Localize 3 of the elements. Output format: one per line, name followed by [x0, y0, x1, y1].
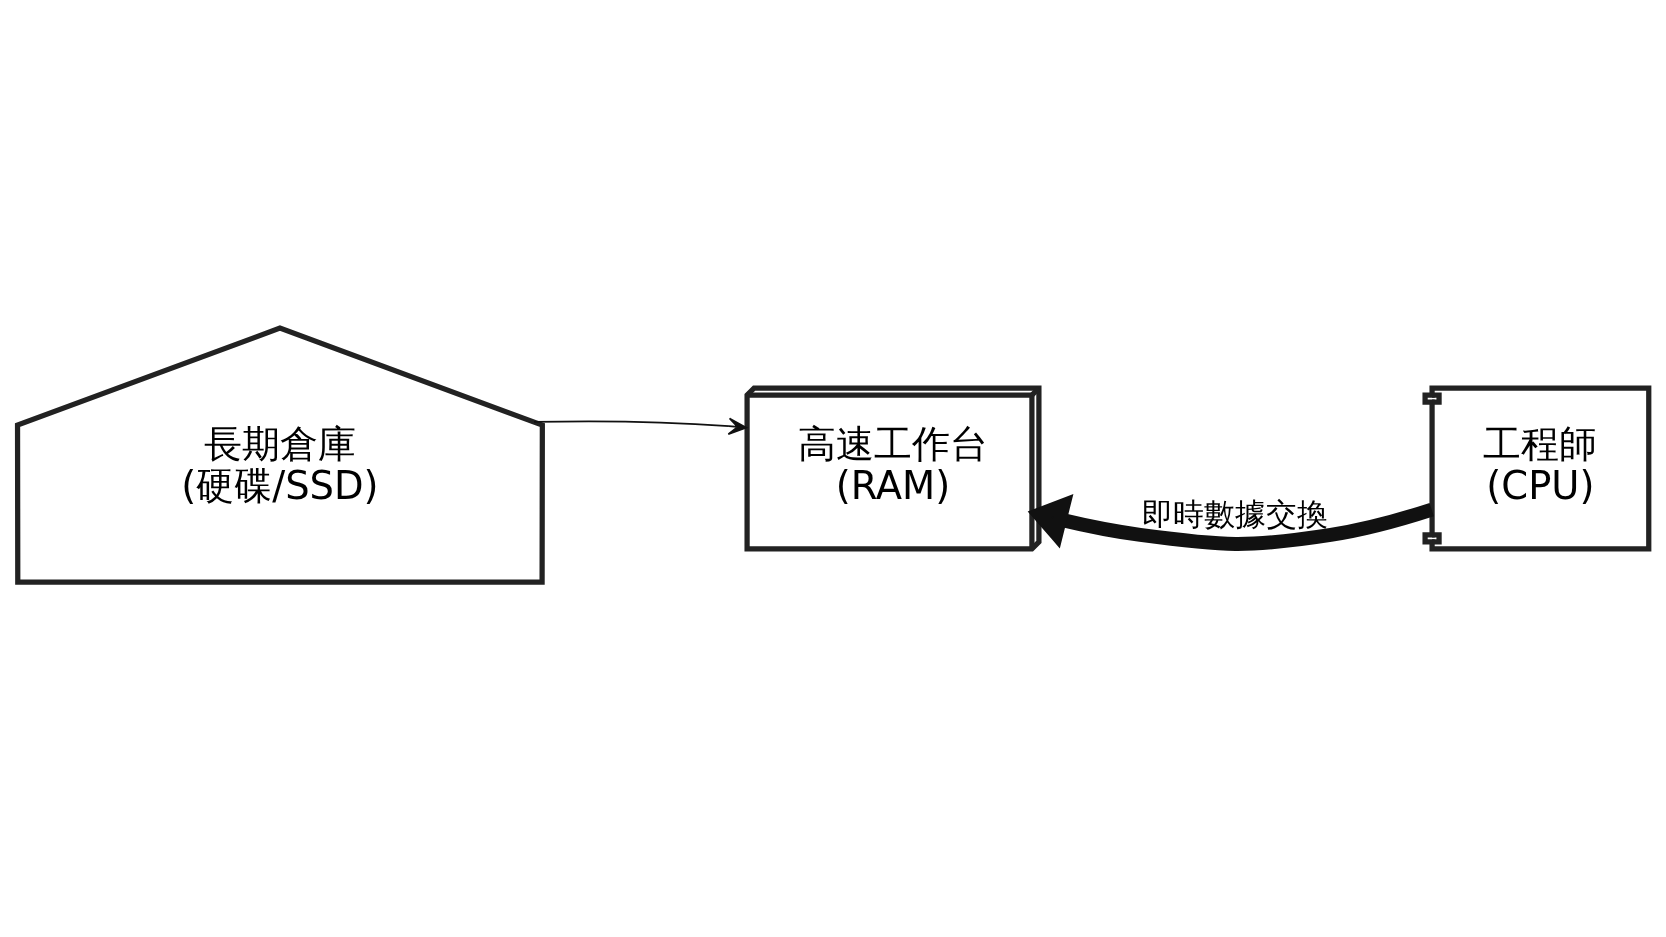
arrow: [1027, 493, 1434, 551]
arrow: [533, 417, 748, 435]
edge-label: 即時數據交換: [1142, 496, 1329, 533]
